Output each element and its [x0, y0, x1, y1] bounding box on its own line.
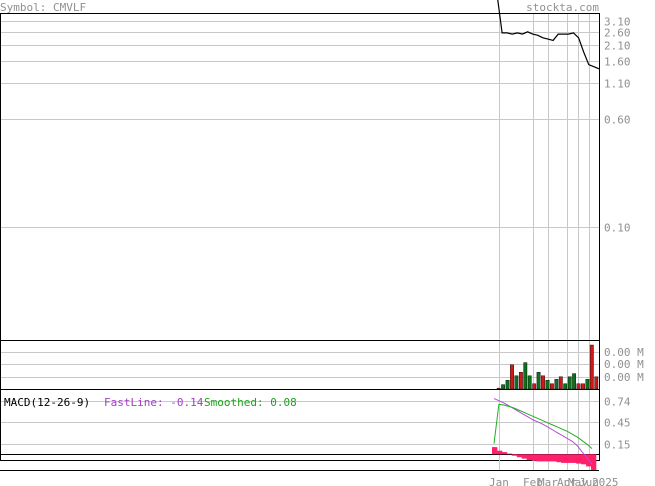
macd-tick-label: 0.45 — [604, 417, 631, 430]
x-axis-label: Mar — [538, 476, 558, 486]
macd-title: MACD(12-26-9) — [4, 396, 90, 409]
macd-histogram-bar — [591, 454, 597, 470]
macd-fast-label: FastLine: -0.14 — [104, 396, 204, 409]
macd-histogram-bar — [541, 454, 547, 462]
macd-axis-ticks: 0.74 0.45 0.15 — [604, 396, 631, 452]
volume-bar — [594, 376, 599, 390]
price-tick-label: 0.10 — [604, 222, 631, 235]
x-axis-label: Feb — [523, 476, 543, 486]
volume-tick-label: 0.00 M — [604, 346, 644, 359]
macd-histogram-bar — [536, 454, 542, 462]
price-tick-label: 0.60 — [604, 114, 631, 127]
price-tick-label: 2.10 — [604, 40, 631, 53]
site-label[interactable]: stockta.com — [526, 1, 599, 14]
macd-histogram-bar — [581, 454, 587, 465]
macd-tick-label: 0.74 — [604, 396, 631, 409]
macd-histogram-bar — [516, 454, 523, 458]
volume-bar — [510, 364, 514, 390]
macd-histogram-bar — [546, 454, 552, 462]
volume-tick-label: 0.00 M — [604, 358, 644, 371]
macd-histogram-bar — [526, 454, 532, 460]
macd-histogram-bar — [571, 454, 577, 463]
volume-bar — [572, 373, 577, 390]
price-tick-label: 1.60 — [604, 56, 631, 69]
volume-bar — [550, 383, 554, 390]
volume-bar — [589, 344, 594, 390]
volume-bar — [541, 375, 545, 390]
x-axis-label: 2025 — [592, 476, 619, 486]
grid-lines — [1, 14, 599, 470]
volume-bar — [554, 379, 559, 390]
volume-bar — [519, 372, 523, 390]
volume-tick-label: 0.00 M — [604, 371, 644, 384]
price-series — [497, 0, 600, 70]
price-axis-ticks: 3.102.602.10 1.60 1.10 0.60 0.10 — [604, 16, 631, 235]
macd-panel — [0, 389, 600, 461]
price-panel — [0, 13, 600, 341]
x-axis-label: Jan — [489, 476, 509, 486]
macd-histogram-bar — [492, 447, 498, 455]
price-tick-label: 1.10 — [604, 78, 631, 91]
volume-bar — [567, 376, 572, 390]
x-axis-label: Jun — [579, 476, 599, 486]
macd-smooth-line — [493, 403, 593, 449]
volume-bar — [523, 362, 528, 390]
volume-bar — [532, 383, 537, 390]
price-tick-label: 2.60 — [604, 27, 631, 40]
macd-histogram-bar — [521, 454, 527, 459]
volume-bar — [505, 380, 510, 390]
macd-smooth-label: Smoothed: 0.08 — [204, 396, 297, 409]
volume-bar — [536, 372, 541, 390]
macd-histogram-bar — [501, 452, 508, 455]
macd-histogram-bar — [511, 454, 518, 456]
macd-histogram-bar — [576, 454, 582, 464]
volume-bar — [585, 379, 590, 390]
macd-histogram-bar — [561, 454, 567, 463]
macd-tick-label: 0.15 — [604, 439, 631, 452]
volume-bar — [563, 383, 568, 390]
volume-bar — [558, 376, 563, 390]
volume-bar — [527, 375, 532, 390]
price-tick-label: 3.10 — [604, 16, 631, 29]
macd-histogram-bar — [497, 450, 503, 455]
macd-histogram-bar — [506, 453, 513, 455]
macd-histogram-bar — [556, 454, 562, 463]
volume-axis-ticks: 0.00 M0.00 M0.00 M — [604, 346, 644, 384]
volume-bars — [496, 344, 599, 390]
volume-bar — [576, 383, 581, 390]
volume-bar — [545, 380, 550, 390]
price-line — [497, 0, 600, 70]
volume-bar — [514, 375, 519, 390]
macd-lines — [493, 398, 593, 465]
volume-bar — [501, 384, 505, 390]
volume-bar — [581, 383, 585, 390]
macd-histogram-bar — [566, 454, 572, 463]
macd-histogram-bar — [531, 454, 537, 461]
volume-bar — [496, 387, 501, 390]
x-axis-label: May — [568, 476, 588, 486]
macd-histogram-bar — [551, 454, 557, 462]
x-axis-label: Apr — [557, 476, 577, 486]
symbol-label: Symbol: CMVLF — [0, 1, 86, 14]
